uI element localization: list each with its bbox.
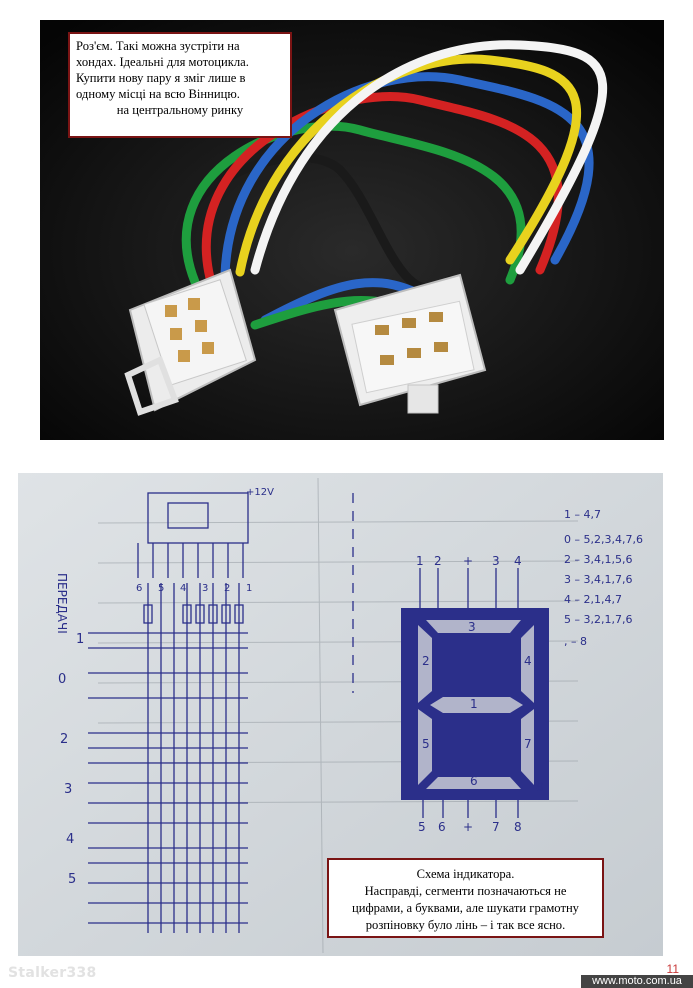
gears-label: ПЕРЕДАЧІ (55, 573, 69, 634)
caption-line: хондах. Ідеальні для мотоцикла. (76, 55, 249, 69)
mapping-row: 1 – 4,7 (564, 508, 601, 521)
schematic-photo: ПЕРЕДАЧІ 1 0 2 3 4 5 +12V 6 5 4 3 2 1 (18, 473, 663, 956)
caption-line: одному місці на всю Вінницю. (76, 87, 240, 101)
segment-label: 6 (470, 774, 478, 788)
connector-caption: Роз'єм. Такі можна зустріти на хондах. І… (68, 32, 292, 138)
pin-number: 1 (246, 583, 252, 594)
pin-label-top: 1 (416, 554, 424, 568)
segment-label: 3 (468, 620, 476, 634)
mapping-row: 0 – 5,2,3,4,7,6 (564, 533, 643, 546)
connector-photo: Роз'єм. Такі можна зустріти на хондах. І… (40, 20, 664, 440)
segment-label: 1 (470, 697, 478, 711)
pin-label-bottom: 5 (418, 820, 426, 834)
gear-label: 2 (60, 732, 68, 747)
segment-label: 7 (524, 737, 532, 751)
caption-line: Схема індикатора. (416, 867, 515, 881)
pin-number: 2 (224, 583, 230, 594)
pin-label-bottom: + (463, 820, 473, 834)
pin-label-top: + (463, 554, 473, 568)
pin-number: 6 (136, 583, 142, 594)
pin-label-top: 3 (492, 554, 500, 568)
mapping-row: , – 8 (564, 635, 587, 648)
indicator-drawing: 3 2 4 1 5 7 6 8 1 2 + 3 4 5 6 + 7 8 (401, 508, 643, 834)
caption-line: розпіновку було лінь – і так все ясно. (365, 918, 566, 932)
segment-label: 5 (422, 737, 430, 751)
mapping-row: 2 – 3,4,1,5,6 (564, 553, 632, 566)
mapping-row: 3 – 3,4,1,7,6 (564, 573, 632, 586)
gear-label: 3 (64, 782, 72, 797)
site-url[interactable]: www.moto.com.ua (581, 975, 693, 988)
right-connector (333, 273, 487, 414)
digit-mapping: 1 – 4,7 0 – 5,2,3,4,7,6 2 – 3,4,1,5,6 3 … (564, 508, 643, 648)
pin-label-bottom: 6 (438, 820, 446, 834)
gear-label: 5 (68, 872, 76, 887)
gear-label: 0 (58, 672, 66, 687)
caption-line: Купити нову пару я зміг лише в (76, 71, 246, 85)
mapping-row: 5 – 3,2,1,7,6 (564, 613, 632, 626)
corner-mark: 8 (536, 780, 544, 794)
pin-label-top: 2 (434, 554, 442, 568)
connector-voltage-label: +12V (246, 487, 274, 498)
caption-line: цифрами, а буквами, але шукати грамотну (352, 901, 579, 915)
left-connector (124, 268, 257, 416)
segment-label: 4 (524, 654, 532, 668)
caption-line: на центральному ринку (116, 103, 244, 117)
pin-label-bottom: 7 (492, 820, 500, 834)
pin-label-top: 4 (514, 554, 522, 568)
pin-label-bottom: 8 (514, 820, 522, 834)
caption-line: Насправді, сегменти позначаються не (364, 884, 567, 898)
pin-number: 4 (180, 583, 186, 594)
gear-label: 1 (76, 632, 84, 647)
segment-label: 2 (422, 654, 430, 668)
connector-illustration (40, 20, 664, 440)
caption-line: Роз'єм. Такі можна зустріти на (76, 39, 240, 53)
schematic-sketch: ПЕРЕДАЧІ 1 0 2 3 4 5 +12V 6 5 4 3 2 1 (18, 473, 663, 956)
page-number: 11 (666, 962, 679, 976)
indicator-caption: Схема індикатора. Насправді, сегменти по… (327, 858, 604, 938)
pin-number: 3 (202, 583, 208, 594)
author-watermark: Stalker338 (8, 965, 97, 981)
pin-number: 5 (158, 583, 164, 594)
mapping-row: 4 – 2,1,4,7 (564, 593, 622, 606)
gear-label: 4 (66, 832, 74, 847)
